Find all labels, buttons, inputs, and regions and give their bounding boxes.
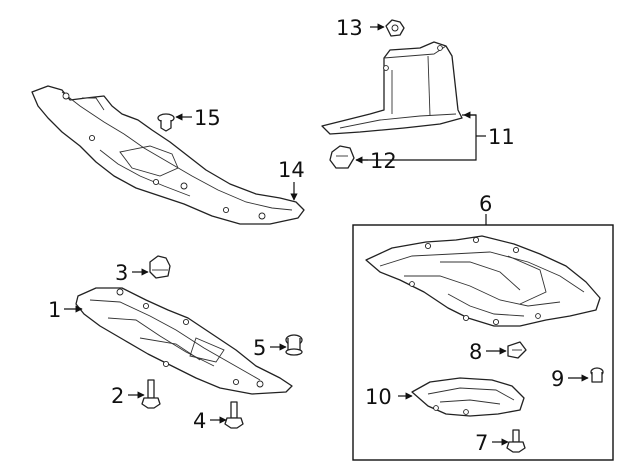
callout-7: 7 (475, 431, 488, 455)
part-11-side-shield (321, 41, 463, 135)
part-2-bolt (141, 379, 161, 409)
callout-12: 12 (370, 149, 397, 173)
part-9-clip (590, 367, 604, 383)
part-7-bolt (506, 429, 526, 453)
part-12-clip (329, 145, 355, 169)
callout-labels: 1 2 3 4 5 6 7 8 9 10 11 12 13 14 15 (48, 16, 564, 455)
leader-lines (64, 23, 589, 446)
callout-6: 6 (479, 192, 492, 216)
callout-9: 9 (551, 367, 564, 391)
callout-10: 10 (365, 385, 392, 409)
part-8-clip (507, 341, 527, 359)
part-1-lower-shield (75, 287, 293, 395)
callout-11: 11 (488, 125, 515, 149)
part-6-engine-under-cover (365, 235, 601, 327)
part-5-clip (285, 334, 303, 356)
callout-8: 8 (469, 340, 482, 364)
callout-5: 5 (253, 336, 266, 360)
group-box-6-10 (352, 224, 614, 461)
callout-2: 2 (111, 384, 124, 408)
part-14-upper-shield (31, 85, 305, 225)
part-15-clip (157, 113, 175, 132)
callout-13: 13 (336, 16, 363, 40)
part-13-nut (385, 19, 405, 37)
callout-4: 4 (193, 409, 206, 433)
callout-3: 3 (115, 261, 128, 285)
part-3-grommet (149, 255, 171, 279)
callout-15: 15 (194, 106, 221, 130)
callout-14: 14 (278, 158, 305, 182)
part-10-small-cover (411, 377, 525, 417)
callout-1: 1 (48, 298, 61, 322)
part-4-bolt (224, 401, 244, 429)
